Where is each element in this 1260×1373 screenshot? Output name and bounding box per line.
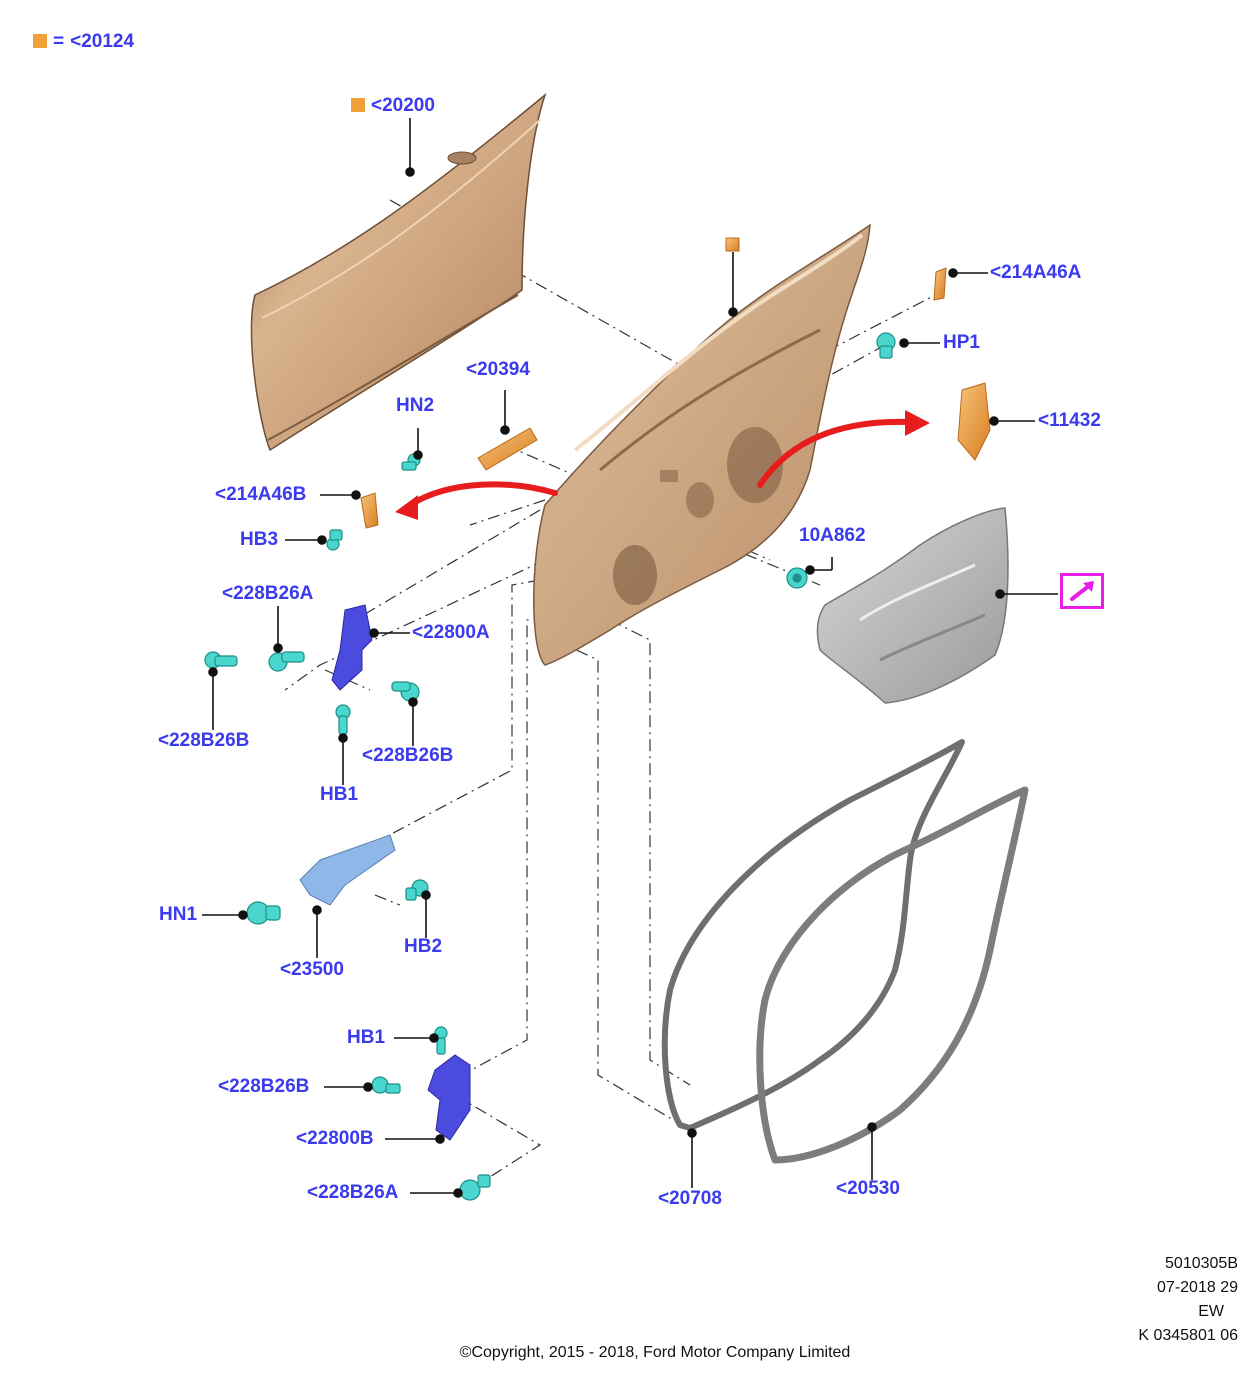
label-228B26B-right[interactable]: <228B26B bbox=[362, 745, 454, 766]
label-HB3[interactable]: HB3 bbox=[240, 529, 279, 550]
arrow-head-left-icon bbox=[395, 495, 418, 520]
door-outer-skin bbox=[250, 92, 547, 452]
orange-parts bbox=[360, 237, 991, 529]
label-HN1[interactable]: HN1 bbox=[159, 904, 198, 925]
meta-line-1: 5010305B bbox=[1165, 1255, 1238, 1272]
copyright-notice: ©Copyright, 2015 - 2018, Ford Motor Comp… bbox=[459, 1344, 851, 1361]
label-text: <20200 bbox=[371, 95, 435, 116]
label-11432[interactable]: <11432 bbox=[1038, 410, 1101, 431]
label-214A46B[interactable]: <214A46B bbox=[215, 484, 307, 505]
door-inner-frame bbox=[533, 223, 871, 666]
label-228B26A-top[interactable]: <228B26A bbox=[222, 583, 314, 604]
red-arrows bbox=[407, 418, 913, 508]
arrow-link-icon[interactable] bbox=[1060, 573, 1104, 609]
label-20708[interactable]: <20708 bbox=[658, 1188, 722, 1209]
door-check-strap bbox=[299, 834, 396, 906]
label-214A46A[interactable]: <214A46A bbox=[990, 262, 1082, 283]
meta-line-3: EW bbox=[1198, 1303, 1224, 1320]
legend: =<20124 bbox=[33, 31, 134, 53]
fasteners bbox=[204, 332, 896, 1201]
upper-hinge bbox=[331, 604, 373, 691]
label-22800A[interactable]: <22800A bbox=[412, 622, 490, 643]
label-HB2[interactable]: HB2 bbox=[404, 936, 443, 957]
label-HB1-top[interactable]: HB1 bbox=[320, 784, 359, 805]
label-HN2[interactable]: HN2 bbox=[396, 395, 435, 416]
drawing-metadata: 5010305B 07-2018 29 EW K 0345801 06 bbox=[1038, 1254, 1238, 1344]
label-10A862[interactable]: 10A862 bbox=[799, 525, 866, 546]
label-228B26B-left[interactable]: <228B26B bbox=[158, 730, 250, 751]
label-20200[interactable]: <20200 bbox=[351, 95, 435, 117]
label-20394[interactable]: <20394 bbox=[466, 359, 530, 380]
legend-equals: = bbox=[53, 31, 65, 52]
arrow-head-right-icon bbox=[905, 410, 930, 436]
meta-line-4: K 0345801 06 bbox=[1138, 1327, 1238, 1344]
weatherstrip-20530 bbox=[756, 786, 1029, 1164]
lower-hinge bbox=[427, 1054, 471, 1141]
label-HP1[interactable]: HP1 bbox=[943, 332, 980, 353]
label-228B26A-bottom[interactable]: <228B26A bbox=[307, 1182, 399, 1203]
meta-line-2: 07-2018 29 bbox=[1157, 1279, 1238, 1296]
orange-square-icon bbox=[33, 34, 47, 48]
inner-shield-panel bbox=[816, 507, 1009, 704]
legend-code[interactable]: <20124 bbox=[70, 31, 135, 52]
label-leaders bbox=[202, 118, 1058, 1198]
orange-square-icon bbox=[351, 98, 365, 112]
label-22800B[interactable]: <22800B bbox=[296, 1128, 374, 1149]
arrow-link-glyph bbox=[1070, 581, 1094, 601]
weatherstrip-20708 bbox=[661, 739, 965, 1131]
label-228B26B-bottom[interactable]: <228B26B bbox=[218, 1076, 310, 1097]
label-HB1-bottom[interactable]: HB1 bbox=[347, 1027, 386, 1048]
label-23500[interactable]: <23500 bbox=[280, 959, 344, 980]
label-20530[interactable]: <20530 bbox=[836, 1178, 900, 1199]
